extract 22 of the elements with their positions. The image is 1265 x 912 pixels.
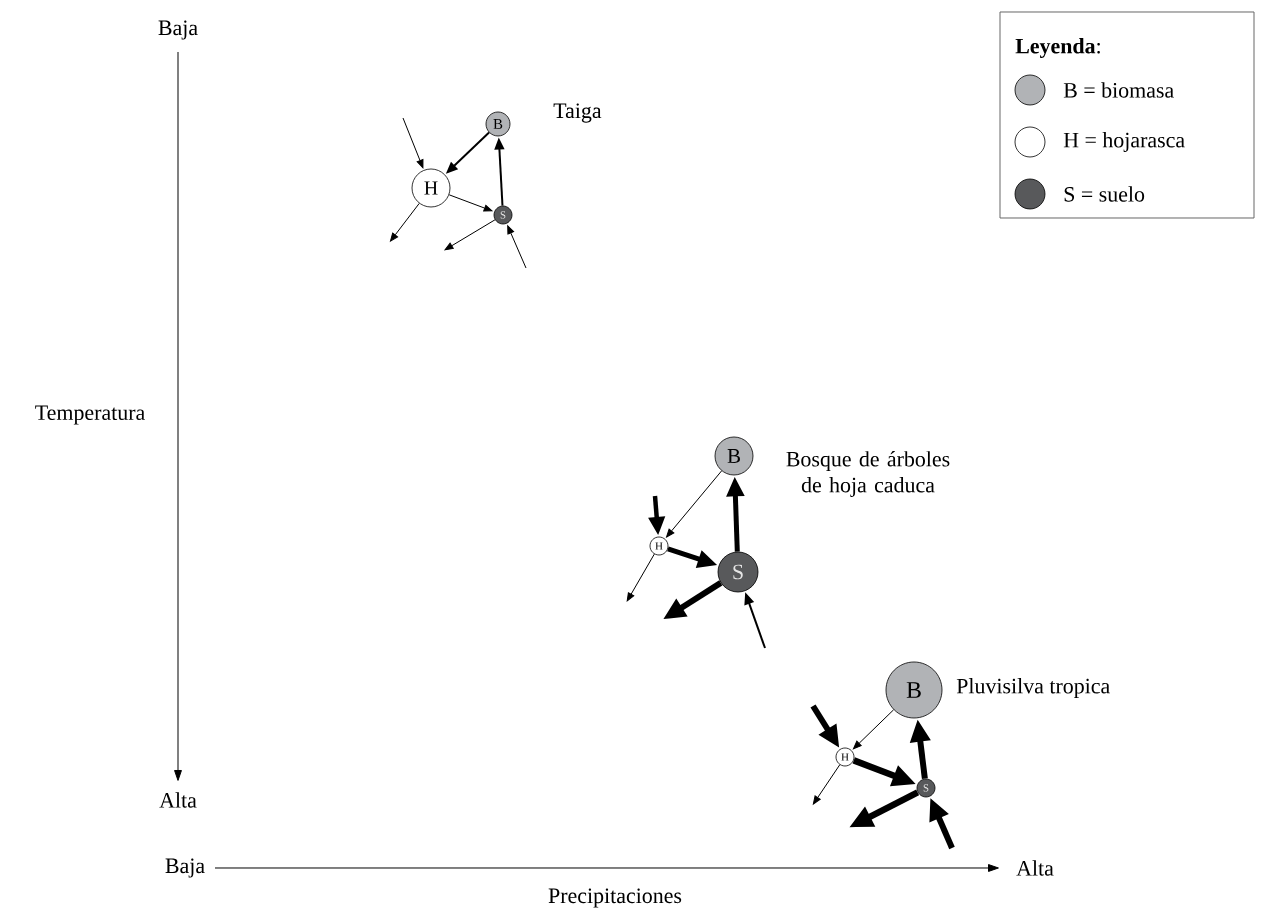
flow-arrow	[666, 470, 723, 538]
axis-label: Temperatura	[35, 405, 145, 425]
axis-label: Baja	[165, 858, 205, 878]
flow-arrow	[402, 117, 424, 169]
biome-label: Pluvisilva tropica	[956, 678, 1110, 698]
flow-arrow	[812, 764, 841, 805]
legend-text: S = suelo	[1064, 186, 1145, 202]
biome-label: Taiga	[553, 103, 602, 123]
axis-label: Alta	[159, 792, 197, 808]
flow-arrow	[507, 225, 527, 269]
biome-label: Bosque de árboles de hoja caduca	[786, 451, 950, 497]
flow-arrow	[389, 202, 420, 242]
flow-arrow	[852, 709, 895, 750]
legend-text: B = biomasa	[1063, 82, 1174, 98]
legend-text: H = hojarasca	[1063, 132, 1185, 152]
axis-label: Alta	[1016, 860, 1054, 876]
axis-label: Baja	[158, 20, 198, 40]
flow-arrow	[444, 219, 496, 251]
axis-label: Precipitaciones	[548, 888, 682, 908]
flow-arrow	[448, 194, 493, 212]
axis-label: Leyenda:	[1015, 38, 1100, 58]
flow-arrow	[626, 553, 655, 602]
